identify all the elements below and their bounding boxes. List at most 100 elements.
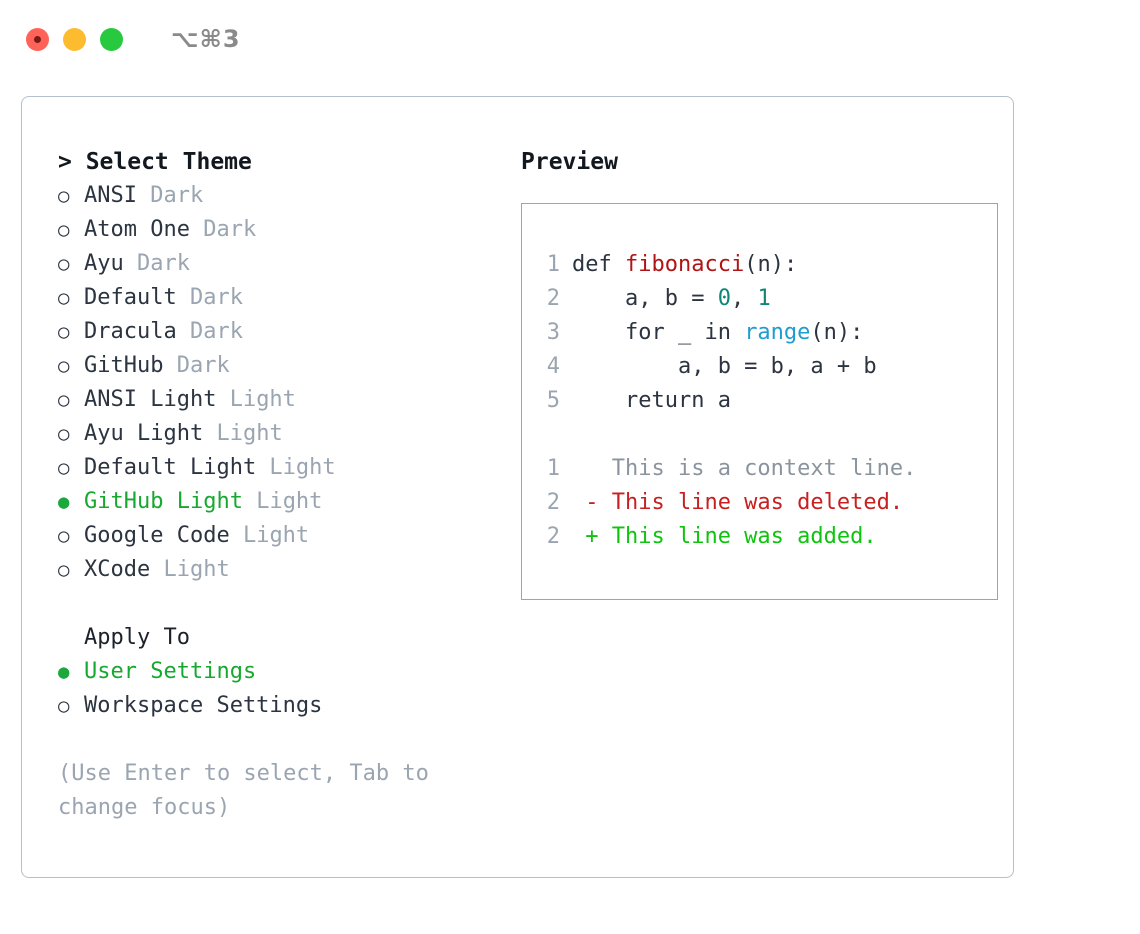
code-token-plain: a, b = b, a + b (572, 354, 877, 379)
theme-list[interactable]: ○ANSI Dark○Atom One Dark○Ayu Dark○Defaul… (58, 179, 501, 587)
theme-option-tag: Light (256, 455, 336, 480)
radio-unselected-icon: ○ (58, 695, 70, 717)
code-line: 4 a, b = b, a + b (542, 350, 997, 384)
theme-selector-column: > Select Theme ○ANSI Dark○Atom One Dark○… (39, 145, 501, 877)
theme-option-google-code[interactable]: ○ Google Code Light (58, 519, 501, 553)
code-token-plain: (n): (744, 252, 798, 277)
theme-option-label: Google Code (84, 523, 230, 548)
code-token-num: 1 (757, 286, 771, 311)
code-token-plain: return a (572, 388, 731, 413)
code-token-plain: , (730, 286, 758, 311)
line-number: 3 (546, 320, 560, 345)
select-theme-heading: > Select Theme (58, 149, 252, 175)
theme-option-tag: Dark (123, 251, 190, 276)
line-number: 4 (546, 354, 560, 379)
radio-unselected-icon: ○ (58, 321, 70, 343)
apply-to-option-label: Workspace Settings (84, 693, 323, 718)
minimize-button[interactable] (63, 27, 86, 51)
theme-option-label: GitHub Light (84, 489, 243, 514)
line-number: 2 (546, 490, 560, 515)
code-token-plain: def (572, 252, 625, 277)
theme-option-label: Default Light (84, 455, 257, 480)
keyboard-shortcut-label: ⌥⌘3 (171, 25, 241, 53)
radio-unselected-icon: ○ (58, 559, 70, 581)
code-token-num: 0 (717, 286, 731, 311)
theme-option-tag: Dark (189, 217, 257, 242)
line-number: 2 (546, 286, 560, 311)
theme-option-tag: Dark (176, 319, 243, 344)
theme-option-tag: Light (150, 557, 230, 582)
diff-line-text: This is a context line. (572, 456, 917, 481)
code-line: 2 a, b = 0, 1 (542, 282, 997, 316)
theme-option-tag: Light (242, 489, 323, 514)
code-line-text: a, b = b, a + b (572, 350, 877, 384)
window-controls (26, 27, 123, 51)
code-line: 1 def fibonacci(n): (542, 248, 997, 282)
preview-heading: Preview (521, 149, 618, 175)
radio-unselected-icon: ○ (58, 287, 70, 309)
line-number: 1 (546, 456, 560, 481)
theme-option-default[interactable]: ○ Default Dark (58, 281, 501, 315)
main-panel: > Select Theme ○ANSI Dark○Atom One Dark○… (21, 96, 1014, 878)
code-line-text: a, b = 0, 1 (572, 282, 771, 316)
theme-option-tag: Light (229, 523, 310, 548)
close-button[interactable] (26, 27, 49, 51)
maximize-button[interactable] (100, 27, 123, 51)
code-line: 5 return a (542, 384, 997, 418)
theme-option-ayu[interactable]: ○Ayu Dark (58, 247, 501, 281)
keyboard-hint-text: (Use Enter to select, Tab to change focu… (58, 761, 443, 820)
code-token-plain: (n): (810, 320, 864, 345)
theme-option-tag: Dark (176, 285, 243, 310)
diff-line-ctx: 1 This is a context line. (542, 452, 997, 486)
theme-option-label: ANSI (84, 183, 137, 208)
theme-option-xcode[interactable]: ○ XCode Light (58, 553, 501, 587)
theme-option-ansi-light[interactable]: ○ ANSI Light Light (58, 383, 501, 417)
title-bar: ⌥⌘3 (0, 0, 1140, 78)
diff-line-text: + This line was added. (572, 524, 877, 549)
code-token-plain: a, b = (572, 286, 718, 311)
radio-unselected-icon: ○ (58, 525, 70, 547)
apply-to-heading: Apply To (84, 625, 190, 650)
code-token-blt: range (744, 320, 811, 345)
theme-option-label: Atom One (84, 217, 190, 242)
radio-unselected-icon: ○ (58, 355, 70, 377)
theme-option-github[interactable]: ○ GitHub Dark (58, 349, 501, 383)
theme-option-label: Ayu (84, 251, 124, 276)
theme-option-github-light[interactable]: ●GitHub Light Light (58, 485, 501, 519)
code-line-text: for _ in range(n): (572, 316, 863, 350)
theme-option-tag: Dark (136, 183, 204, 208)
code-line-text: return a (572, 384, 731, 418)
theme-option-label: ANSI Light (84, 387, 217, 412)
diff-line-text: - This line was deleted. (572, 490, 904, 515)
code-token-fn: fibonacci (624, 252, 745, 277)
theme-option-dracula[interactable]: ○ Dracula Dark (58, 315, 501, 349)
apply-to-option-label: User Settings (84, 659, 257, 684)
theme-option-tag: Light (216, 387, 296, 412)
apply-to-option-user-settings[interactable]: ● User Settings (58, 655, 501, 689)
theme-option-ayu-light[interactable]: ○Ayu Light Light (58, 417, 501, 451)
diff-line-del: 2 - This line was deleted. (542, 486, 997, 520)
theme-option-label: XCode (84, 557, 151, 582)
theme-option-default-light[interactable]: ○ Default Light Light (58, 451, 501, 485)
line-number: 2 (546, 524, 560, 549)
theme-option-label: Default (84, 285, 177, 310)
theme-option-label: GitHub (84, 353, 164, 378)
apply-to-list[interactable]: ● User Settings ○ Workspace Settings (58, 655, 501, 723)
diff-line-add: 2 + This line was added. (542, 520, 997, 554)
radio-unselected-icon: ○ (58, 389, 70, 411)
radio-selected-icon: ● (58, 661, 70, 683)
theme-option-ansi[interactable]: ○ ANSI Dark (58, 179, 501, 213)
theme-option-label: Dracula (84, 319, 177, 344)
theme-option-atom-one[interactable]: ○Atom One Dark (58, 213, 501, 247)
apply-to-option-workspace-settings[interactable]: ○ Workspace Settings (58, 689, 501, 723)
theme-option-label: Ayu Light (84, 421, 204, 446)
theme-option-tag: Dark (163, 353, 230, 378)
radio-unselected-icon: ○ (58, 457, 70, 479)
code-token-plain: for _ in (572, 320, 745, 345)
diff-sample: 1 This is a context line.2 - This line w… (542, 452, 997, 554)
radio-unselected-icon: ○ (58, 185, 70, 207)
line-number: 1 (546, 252, 560, 277)
